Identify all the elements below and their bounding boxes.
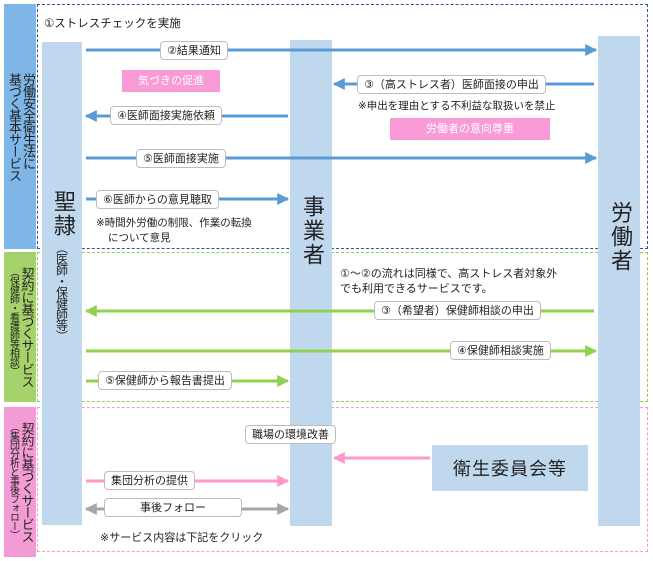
flow-interview-order[interactable]: ④医師面接実施依頼 [110,106,222,125]
group-analysis-border [37,407,648,552]
section-group-sub: （集団分析と事後フォロー） [7,422,19,539]
flow-follow-up[interactable]: 事後フォロー [104,498,242,517]
badge-awareness: 気づきの促進 [122,70,220,92]
employer-title: 事業者 [299,195,324,267]
flow-stress-check: ①ストレスチェックを実施 [44,16,181,30]
note-green-1: ①～②の流れは同様で、高ストレス者対象外 [340,267,558,280]
section-group-line1: 契約に基づくサービス [18,422,34,542]
employer-column: 事業者 [290,40,332,526]
flow-doctor-opinion[interactable]: ⑥医師からの意見聴取 [96,190,219,209]
provider-column: 聖隷 （医師・保健師等） [42,42,82,525]
provider-subtitle: （医師・保健師等） [54,242,69,341]
note-click: ※サービス内容は下記をクリック [100,531,264,544]
worker-column: 労働者 [598,36,640,526]
note-green-2: でも利用できるサービスです。 [340,282,493,295]
section-health-line1: 契約に基づくサービス [18,267,34,387]
section-health-consult[interactable]: 契約に基づくサービス （保健師・看護師等相談） [4,252,36,402]
flow-nurse-conduct[interactable]: ④保健師相談実施 [450,341,551,360]
worker-title: 労働者 [607,201,632,273]
flow-group-analysis[interactable]: 集団分析の提供 [104,471,195,490]
flow-interview-conduct[interactable]: ⑤医師面接実施 [136,149,226,168]
basic-service-border [37,4,648,249]
section-basic-line2: 基づく基本サービス [6,72,21,181]
note-prohibit: ※申出を理由とする不利益な取扱いを禁止 [358,100,556,112]
section-basic-line1: 労働安全衛生法に [20,72,35,169]
flow-interview-request[interactable]: ③（高ストレス者）医師面接の申出 [357,75,546,94]
health-committee-label: 衛生委員会等 [453,459,567,480]
provider-title: 聖隷 [50,190,75,238]
health-committee-box: 衛生委員会等 [432,445,588,491]
flow-nurse-report[interactable]: ⑤保健師から報告書提出 [98,371,232,390]
section-basic-service[interactable]: 労働安全衛生法に 基づく基本サービス [4,4,36,249]
health-consult-border [37,252,648,402]
section-health-sub: （保健師・看護師等相談） [7,267,19,375]
flow-environment-improve[interactable]: 職場の環境改善 [245,425,336,444]
note-overtime-1: ※時間外労働の制限、作業の転換 [96,217,252,229]
flow-nurse-request[interactable]: ③（希望者）保健師相談の申出 [374,301,541,320]
note-overtime-2: について意見 [108,232,171,244]
flow-result-notice[interactable]: ②結果通知 [160,41,228,60]
section-group-analysis[interactable]: 契約に基づくサービス （集団分析と事後フォロー） [4,407,36,557]
badge-worker-intention: 労働者の意向尊重 [390,118,550,140]
